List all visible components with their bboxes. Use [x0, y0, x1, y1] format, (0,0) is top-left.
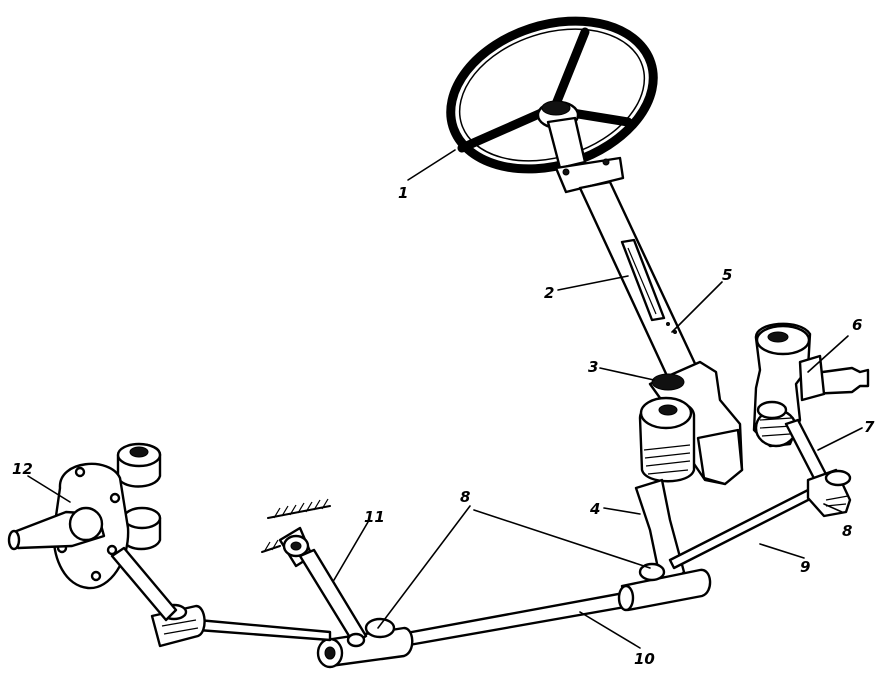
- callout-8-right: 8: [842, 522, 852, 540]
- callout-10: 10: [634, 650, 655, 668]
- steering-column: [546, 116, 700, 380]
- idler-arm: [261, 498, 368, 648]
- callout-3: 3: [588, 358, 598, 376]
- callout-8-upper: 8: [460, 488, 470, 506]
- callout-4: 4: [589, 500, 600, 518]
- callout-labels: 1 2 3 4 5 6 7 8 8 9 10 11 12: [12, 184, 875, 668]
- callout-9: 9: [800, 558, 810, 576]
- right-tie-rod: [668, 468, 852, 570]
- left-tie-rod: [150, 603, 332, 648]
- callout-1: 1: [398, 184, 408, 202]
- steering-gear-box: [638, 360, 744, 486]
- callout-12: 12: [12, 460, 33, 478]
- callout-11: 11: [364, 508, 385, 526]
- right-steering-knuckle: [752, 322, 870, 492]
- center-link: [316, 562, 712, 669]
- callout-7: 7: [864, 418, 875, 436]
- callout-5: 5: [722, 266, 732, 284]
- leader-lines: [27, 149, 863, 649]
- left-steering-knuckle: [7, 442, 178, 622]
- steering-wheel: [446, 16, 658, 174]
- callout-6: 6: [852, 316, 862, 334]
- callout-2: 2: [544, 284, 554, 302]
